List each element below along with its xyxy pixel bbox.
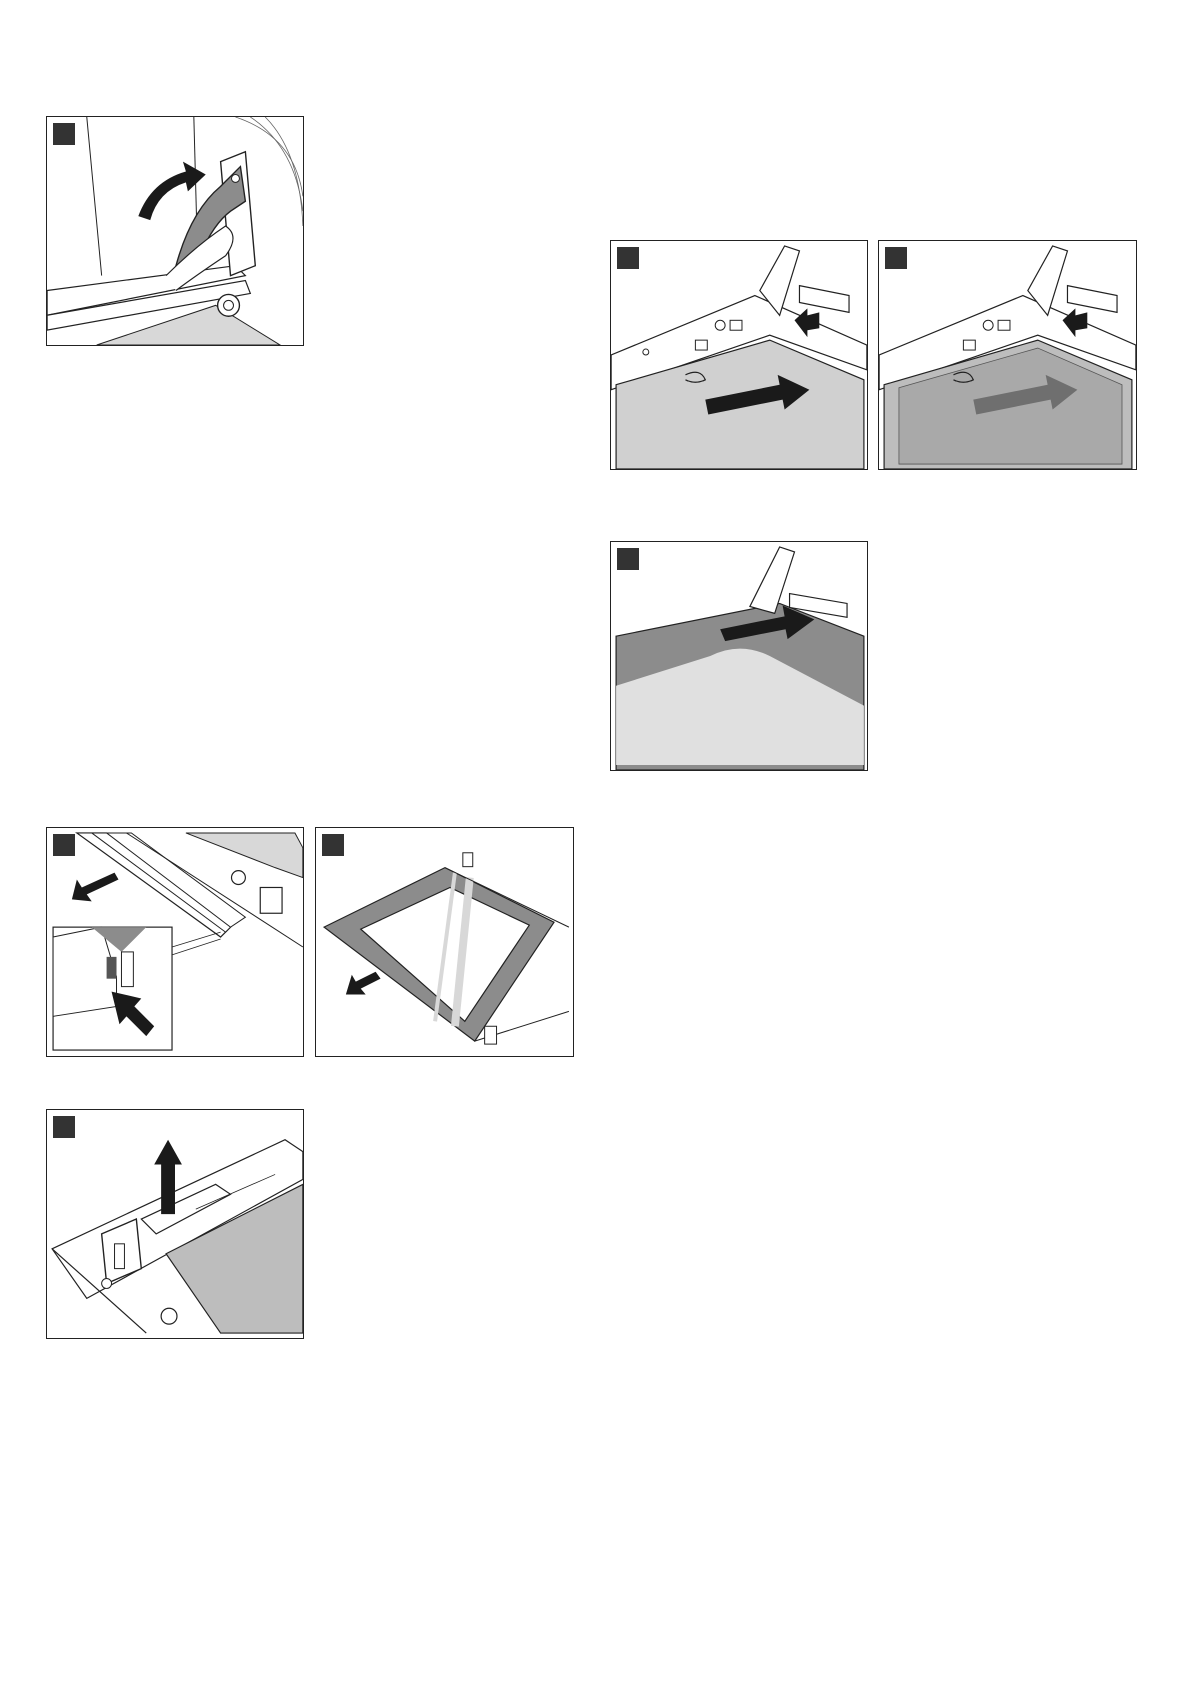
step-marker <box>617 548 639 570</box>
step-marker <box>617 247 639 269</box>
glass-pane-pull-out-drawing <box>316 828 573 1056</box>
step-marker <box>53 123 75 145</box>
clip-slide-in-drawing <box>611 241 867 469</box>
clip-lift-off-drawing <box>47 1110 303 1338</box>
illustration-hinge-lever <box>46 116 304 346</box>
step-marker <box>322 834 344 856</box>
straight-arrow-icon <box>346 972 381 995</box>
illustration-clip-slide-in-dark <box>878 240 1137 470</box>
step-marker <box>53 834 75 856</box>
illustration-clip-slide-in-grey <box>610 240 868 470</box>
straight-arrow-icon <box>72 873 119 902</box>
step-marker <box>53 1116 75 1138</box>
illustration-glass-pane-insert <box>610 541 868 771</box>
illustration-clip-lift-off <box>46 1109 304 1339</box>
step-marker <box>885 247 907 269</box>
hinge-lever-drawing <box>47 117 303 345</box>
illustration-glass-pane-pull-out <box>315 827 574 1057</box>
illustration-door-trim-remove <box>46 827 304 1057</box>
door-trim-remove-drawing <box>47 828 303 1056</box>
clip-slide-in-dark-drawing <box>879 241 1136 469</box>
glass-pane-insert-drawing <box>611 542 867 770</box>
